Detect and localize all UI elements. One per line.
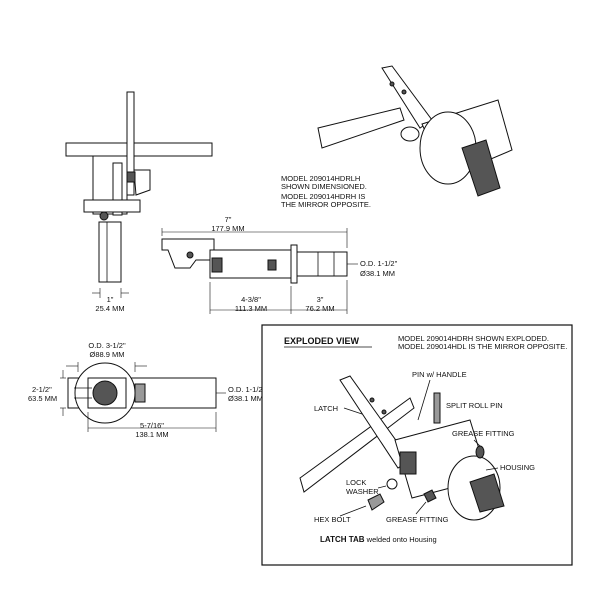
len7-in: 7"	[225, 215, 232, 224]
exploded-view: EXPLODED VIEW MODEL 209014HDRH SHOWN EXP…	[261, 324, 573, 566]
len438-mm: 111.3 MM	[235, 304, 267, 313]
iso-note-1: MODEL 209014HDRLH	[281, 174, 360, 183]
front-plate	[65, 142, 213, 157]
lbl-lock-1: LOCK	[346, 478, 366, 487]
top-pin	[92, 380, 118, 406]
front-view: 1" 25.4 MM	[65, 91, 213, 313]
front-width-in: 1"	[107, 295, 114, 304]
len3-mm: 76.2 MM	[305, 304, 334, 313]
iso-latch-bar	[317, 107, 405, 149]
exploded-note-1: MODEL 209014HDRH SHOWN EXPLODED.	[398, 334, 549, 343]
top-bolt	[134, 383, 146, 403]
top-od112-in: O.D. 1-1/2"	[228, 385, 266, 394]
exp-roll-pin	[433, 392, 441, 424]
iso-note-2: SHOWN DIMENSIONED.	[281, 182, 367, 191]
front-handle	[133, 169, 151, 196]
lbl-latch-tab-rest: welded onto Housing	[365, 535, 437, 544]
iso-note-4: THE MIRROR OPPOSITE.	[281, 200, 371, 209]
lbl-pin-handle: PIN w/ HANDLE	[412, 370, 467, 379]
top-h-mm: 63.5 MM	[28, 394, 57, 403]
lbl-housing: HOUSING	[500, 463, 535, 472]
exp-shaft	[469, 473, 505, 513]
side-flange	[290, 244, 298, 284]
side-fitting	[211, 257, 223, 273]
front-base	[83, 199, 141, 213]
exp-fitting-bottom	[423, 489, 437, 503]
lbl-hex-bolt: HEX BOLT	[314, 515, 351, 524]
iso-view: MODEL 209014HDRLH SHOWN DIMENSIONED. MOD…	[281, 65, 513, 209]
top-od312-mm: Ø88.9 MM	[89, 350, 124, 359]
lbl-latch: LATCH	[314, 404, 338, 413]
top-len-in: 5-7/16"	[140, 421, 164, 430]
lbl-latch-tab-bold: LATCH TAB	[320, 535, 365, 544]
exp-hex-bolt	[367, 493, 385, 511]
iso-note-3: MODEL 209014HDRH IS	[281, 192, 365, 201]
len7-mm: 177.9 MM	[211, 224, 244, 233]
front-fitting	[99, 211, 109, 221]
lbl-split-roll-pin: SPLIT ROLL PIN	[446, 401, 503, 410]
top-od312-in: O.D. 3-1/2"	[88, 341, 126, 350]
front-latch-plate	[126, 91, 135, 196]
lbl-lock-2: WASHER	[346, 487, 379, 496]
front-slot	[112, 162, 123, 216]
top-h-in: 2-1/2"	[32, 385, 52, 394]
side-bolt	[267, 259, 277, 271]
iso-shaft	[461, 139, 501, 197]
exp-fitting-top	[475, 445, 485, 459]
exploded-title: EXPLODED VIEW	[284, 336, 360, 346]
exp-lock-washer	[386, 478, 398, 490]
lbl-grease-fitting-top: GREASE FITTING	[452, 429, 515, 438]
side-od-mm: Ø38.1 MM	[360, 269, 395, 278]
len438-in: 4-3/8"	[241, 295, 261, 304]
exploded-note-2: MODEL 209014HDL IS THE MIRROR OPPOSITE.	[398, 342, 567, 351]
side-view: 7" 177.9 MM O.D. 1-1/2" Ø38.1 MM 4-3/8" …	[161, 215, 398, 314]
side-od-in: O.D. 1-1/2"	[360, 259, 398, 268]
len3-in: 3"	[317, 295, 324, 304]
side-shaft	[296, 251, 348, 277]
front-width-mm: 25.4 MM	[95, 304, 124, 313]
iso-pin	[400, 126, 420, 142]
front-shaft	[98, 221, 122, 283]
lbl-latch-tab: LATCH TAB welded onto Housing	[320, 535, 437, 544]
lbl-grease-fitting-bottom: GREASE FITTING	[386, 515, 449, 524]
top-od112-mm: Ø38.1 MM	[228, 394, 263, 403]
top-len-mm: 138.1 MM	[135, 430, 168, 439]
top-view: O.D. 3-1/2" Ø88.9 MM 2-1/2" 63.5 MM O.D.…	[28, 341, 266, 439]
front-bolt	[126, 171, 136, 183]
exp-lock-block	[399, 451, 417, 475]
